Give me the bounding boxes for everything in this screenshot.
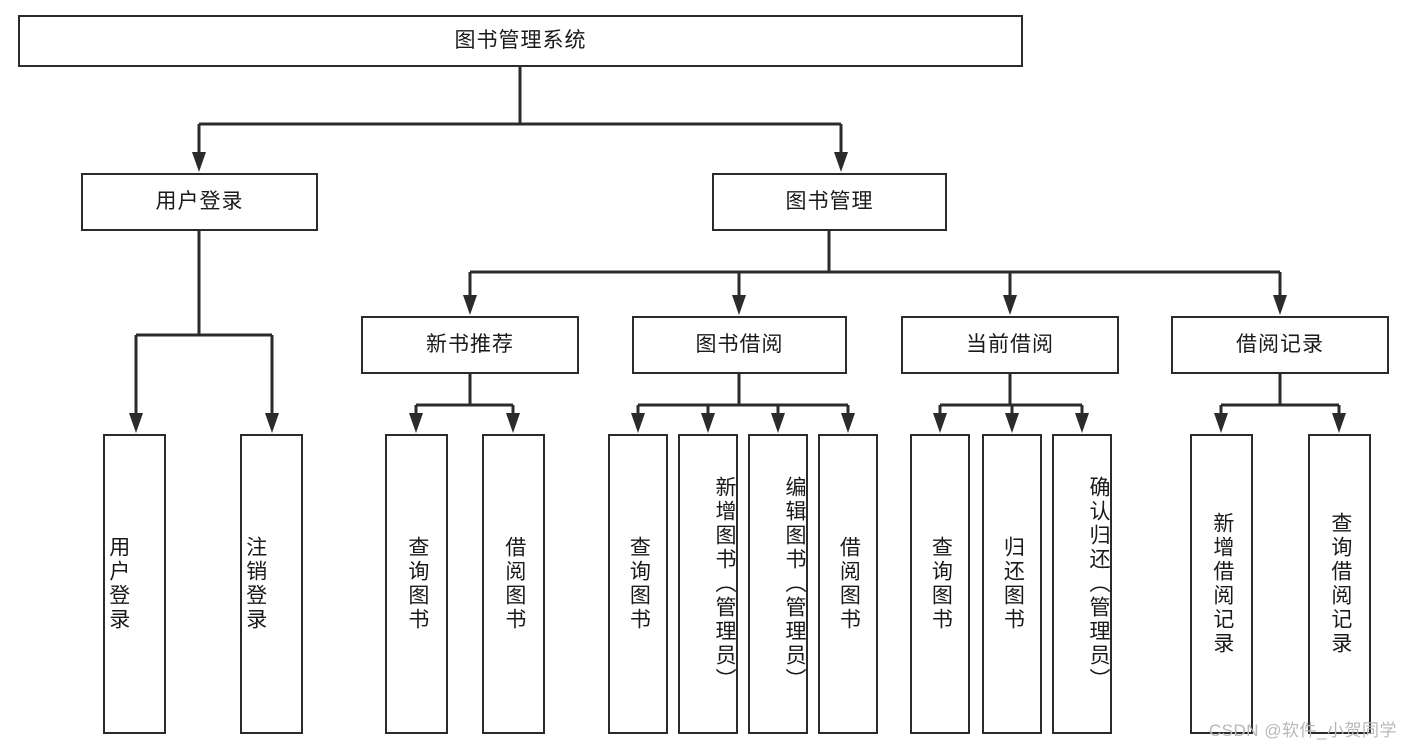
arrowhead-icon [129,413,143,433]
arrowhead-icon [771,413,785,433]
node-leaf-8[interactable]: 查询图书 [910,434,970,734]
node-leaf-0[interactable]: 用户登录 [103,434,166,734]
arrowhead-icon [1075,413,1089,433]
arrowhead-icon [1214,413,1228,433]
node-label: 归还图书 [1001,536,1025,632]
node-label: 用户登录 [106,536,130,632]
arrowhead-icon [834,152,848,172]
arrowhead-icon [265,413,279,433]
node-leaf-4[interactable]: 查询图书 [608,434,668,734]
arrowhead-icon [732,295,746,315]
arrowhead-icon [1273,295,1287,315]
node-leaf-7[interactable]: 借阅图书 [818,434,878,734]
node-leaf-1[interactable]: 注销登录 [240,434,303,734]
node-leaf-11[interactable]: 新增借阅记录 [1190,434,1253,734]
node-label: 查询图书 [405,536,429,632]
node-label: 图书管理 [785,190,874,214]
node-level3-3[interactable]: 借阅记录 [1171,316,1389,374]
arrowhead-icon [841,413,855,433]
node-label: 当前借阅 [966,333,1054,357]
node-label: 用户登录 [155,190,244,214]
node-root[interactable]: 图书管理系统 [18,15,1023,67]
arrowhead-icon [933,413,947,433]
arrowhead-icon [409,413,423,433]
node-label: 借阅图书 [837,536,861,632]
node-label: 图书借阅 [695,333,784,357]
node-label: 借阅记录 [1236,333,1324,357]
node-label: 新增借阅记录 [1210,512,1234,656]
node-label: 注销登录 [243,536,267,632]
node-level3-0[interactable]: 新书推荐 [361,316,579,374]
arrowhead-icon [1332,413,1346,433]
arrowhead-icon [463,295,477,315]
node-label: 查询图书 [929,536,953,632]
node-level3-2[interactable]: 当前借阅 [901,316,1119,374]
node-label: 新增图书（管理员） [713,476,736,692]
node-level2-1[interactable]: 图书管理 [712,173,947,231]
arrowhead-icon [1005,413,1019,433]
node-leaf-9[interactable]: 归还图书 [982,434,1042,734]
node-label: 编辑图书（管理员） [783,476,806,692]
arrowhead-icon [1003,295,1017,315]
node-leaf-2[interactable]: 查询图书 [385,434,448,734]
node-leaf-5[interactable]: 新增图书（管理员） [678,434,738,734]
node-leaf-10[interactable]: 确认归还（管理员） [1052,434,1112,734]
node-label: 借阅图书 [502,536,526,632]
node-label: 新书推荐 [426,333,514,357]
node-leaf-12[interactable]: 查询借阅记录 [1308,434,1371,734]
node-leaf-6[interactable]: 编辑图书（管理员） [748,434,808,734]
arrowhead-icon [192,152,206,172]
node-label: 查询图书 [627,536,651,632]
node-level3-1[interactable]: 图书借阅 [632,316,847,374]
node-label: 查询借阅记录 [1328,512,1352,656]
arrowhead-icon [631,413,645,433]
node-level2-0[interactable]: 用户登录 [81,173,318,231]
node-label: 图书管理系统 [454,29,587,53]
node-leaf-3[interactable]: 借阅图书 [482,434,545,734]
arrowhead-icon [701,413,715,433]
node-label: 确认归还（管理员） [1087,476,1110,692]
arrowhead-icon [506,413,520,433]
